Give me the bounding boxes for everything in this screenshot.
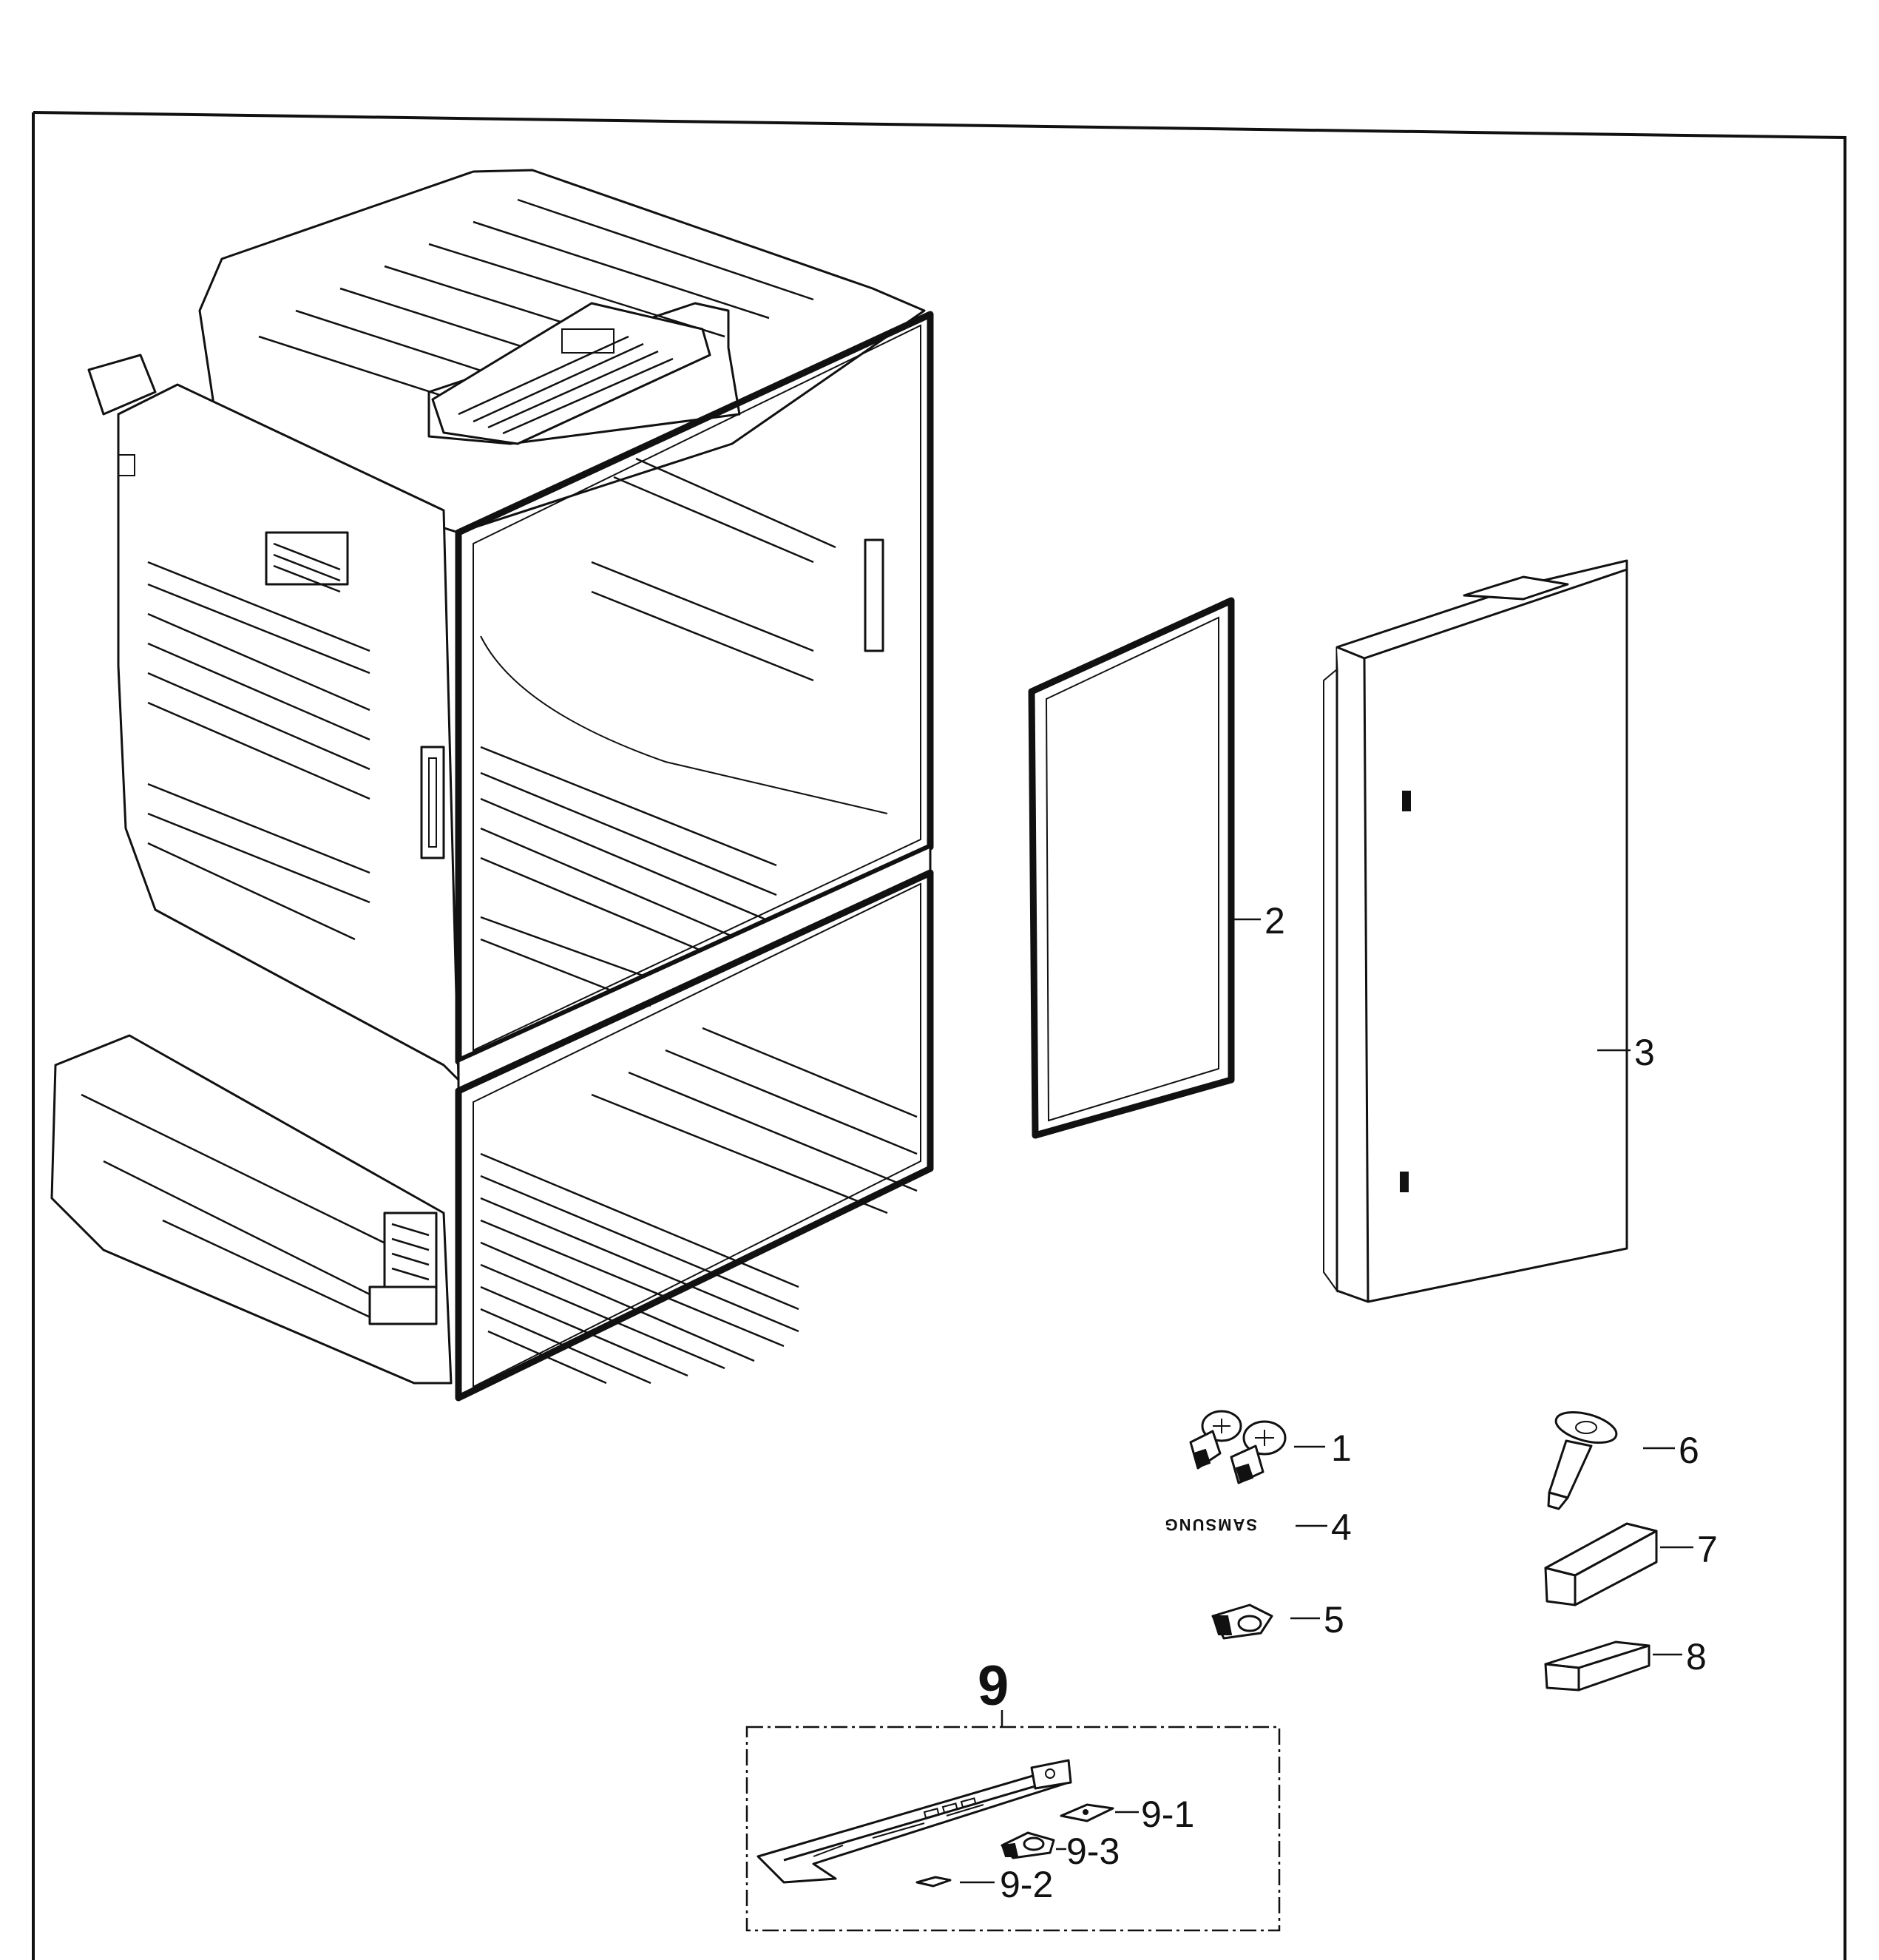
callout-label-9-2: 9-2 — [1000, 1864, 1053, 1905]
callout-9-1: 9-1 — [1115, 1794, 1194, 1835]
callout-label-1: 1 — [1331, 1427, 1352, 1469]
callout-2: 2 — [1233, 900, 1285, 942]
pad-9-2-part — [915, 1876, 952, 1888]
callout-5: 5 — [1290, 1599, 1344, 1640]
callout-9-3: 9-3 — [1056, 1831, 1120, 1872]
callout-9-2: 9-2 — [960, 1864, 1053, 1905]
callout-label-2: 2 — [1264, 900, 1285, 942]
clip-9-3-part — [1001, 1831, 1055, 1859]
lower-interior-ribs — [480, 1027, 918, 1385]
cabinet-assembly — [50, 169, 934, 1402]
side-ribs — [147, 561, 370, 941]
spacer-block-8-part — [1544, 1640, 1651, 1692]
hinge-pin-part — [1547, 1410, 1618, 1510]
callout-7: 7 — [1660, 1529, 1718, 1570]
lower-grille — [391, 1223, 430, 1281]
callout-3: 3 — [1597, 1032, 1655, 1073]
callout-1: 1 — [1294, 1427, 1352, 1469]
hinge-clip-part — [1211, 1604, 1273, 1640]
vent-slots — [458, 335, 674, 435]
screws-part — [1189, 1410, 1287, 1484]
callout-label-8: 8 — [1686, 1636, 1707, 1677]
diagram-frame — [32, 111, 1846, 1960]
callout-9: 9 — [978, 1655, 1009, 1727]
callout-4: 4 — [1296, 1507, 1352, 1548]
callout-label-7: 7 — [1697, 1529, 1718, 1570]
callout-6: 6 — [1643, 1430, 1699, 1471]
kit-9-box: 9-1 9-3 9-2 — [745, 1726, 1281, 1932]
top-ribs — [258, 198, 814, 412]
callout-label-3: 3 — [1634, 1032, 1655, 1073]
logo-badge-text: SAMSUNG — [1164, 1515, 1257, 1534]
spacer-block-7-part — [1544, 1522, 1658, 1606]
side-grille — [273, 542, 341, 593]
door-part — [1323, 559, 1628, 1303]
callout-label-9-3: 9-3 — [1066, 1831, 1120, 1872]
upper-interior-ribs — [480, 457, 836, 1007]
door-gasket-part — [1028, 597, 1235, 1139]
callout-label-9: 9 — [978, 1655, 1009, 1717]
callout-label-4: 4 — [1331, 1507, 1352, 1548]
logo-badge-part: SAMSUNG — [1164, 1515, 1257, 1534]
plate-9-1-part — [1060, 1803, 1114, 1822]
callout-label-9-1: 9-1 — [1141, 1794, 1194, 1835]
callout-label-5: 5 — [1324, 1599, 1344, 1640]
callout-label-6: 6 — [1679, 1430, 1699, 1471]
callout-8: 8 — [1653, 1636, 1707, 1677]
bracket-part — [756, 1759, 1072, 1884]
